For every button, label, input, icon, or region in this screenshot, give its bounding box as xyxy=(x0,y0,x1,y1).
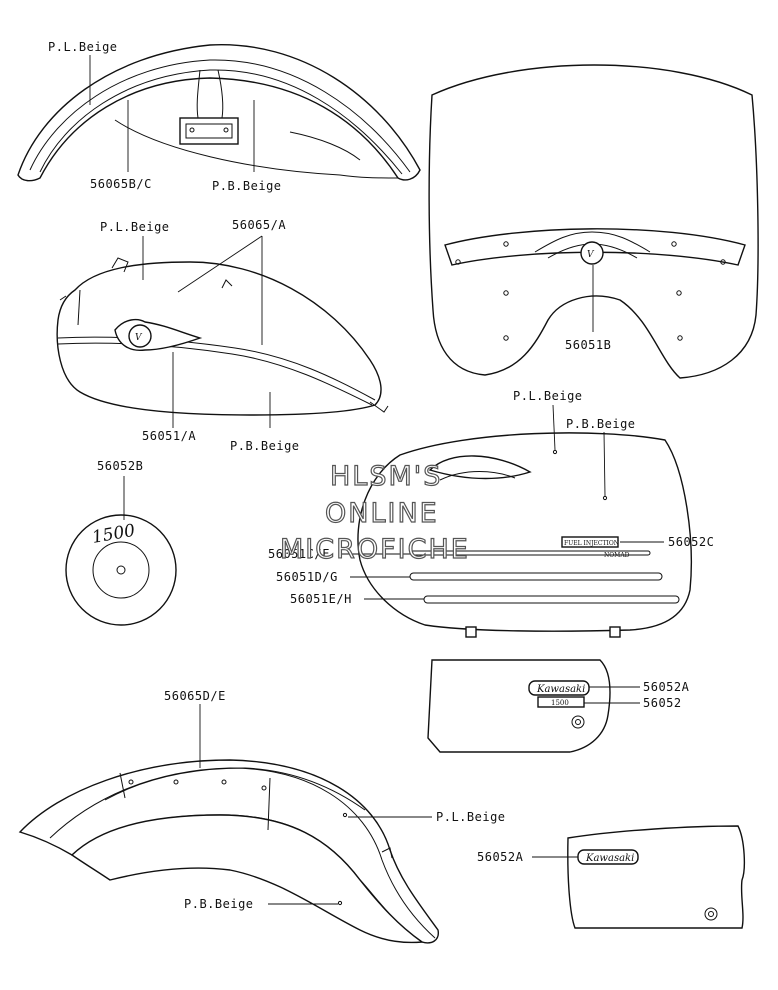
front-fender xyxy=(17,44,421,182)
bag-badge-fuel: FUEL INJECTION xyxy=(564,540,619,547)
watermark-line2: ONLINE xyxy=(325,498,439,529)
label-tank-pl: P.L.Beige xyxy=(100,220,170,234)
tank-emblem-letter: V xyxy=(135,333,143,343)
leader-bag-pl xyxy=(552,404,556,451)
label-tank-pb: P.B.Beige xyxy=(230,439,300,453)
watermark-line3: MICROFICHE xyxy=(280,534,470,565)
label-tank-code-a: 56065/A xyxy=(232,218,286,232)
label-tank-code-b: 56051/A xyxy=(142,429,196,443)
cover1-badge-kawasaki: Kawasaki xyxy=(536,684,585,695)
label-cover1-code: 56052 xyxy=(643,696,682,710)
label-fender-top-code: 56065B/C xyxy=(90,177,152,191)
label-cover1-code-a: 56052A xyxy=(643,680,690,694)
windshield-emblem-letter: V xyxy=(587,250,595,260)
label-bag-code-c: 56052C xyxy=(668,535,714,549)
leader-bag-pb xyxy=(603,431,606,497)
label-bag-pb: P.B.Beige xyxy=(566,417,636,431)
label-rear-fender-code: 56065D/E xyxy=(164,689,226,703)
watermark: HLSM'S ONLINE MICROFICHE xyxy=(279,460,470,565)
fuel-tank: V xyxy=(56,257,389,416)
rear-fender xyxy=(18,759,439,944)
cover1-badge-1500: 1500 xyxy=(551,699,569,707)
saddlebag: FUEL INJECTION NOMAD xyxy=(357,432,692,638)
label-rear-fender-pb: P.B.Beige xyxy=(184,897,254,911)
label-windshield-code: 56051B xyxy=(565,338,611,352)
leader-tank-code-a-left xyxy=(177,235,263,293)
watermark-line1: HLSM'S xyxy=(330,461,442,492)
label-bag-code-dg: 56051D/G xyxy=(276,570,338,584)
label-bag-code-eh: 56051E/H xyxy=(290,592,352,606)
label-emblem-code: 56052B xyxy=(97,459,143,473)
windshield: V xyxy=(428,64,759,379)
label-cover2-code: 56052A xyxy=(477,850,524,864)
side-cover-2: Kawasaki xyxy=(567,825,746,929)
label-rear-fender-pl: P.L.Beige xyxy=(436,810,506,824)
cover2-badge-kawasaki: Kawasaki xyxy=(585,853,634,864)
label-fender-top-pb: P.B.Beige xyxy=(212,179,282,193)
side-cover-1: Kawasaki 1500 xyxy=(427,659,611,753)
label-bag-pl: P.L.Beige xyxy=(513,389,583,403)
round-emblem: 1500 xyxy=(65,514,177,626)
label-fender-top-pl: P.L.Beige xyxy=(48,40,118,54)
label-bag-code-cf: 56051C/F xyxy=(268,547,330,561)
